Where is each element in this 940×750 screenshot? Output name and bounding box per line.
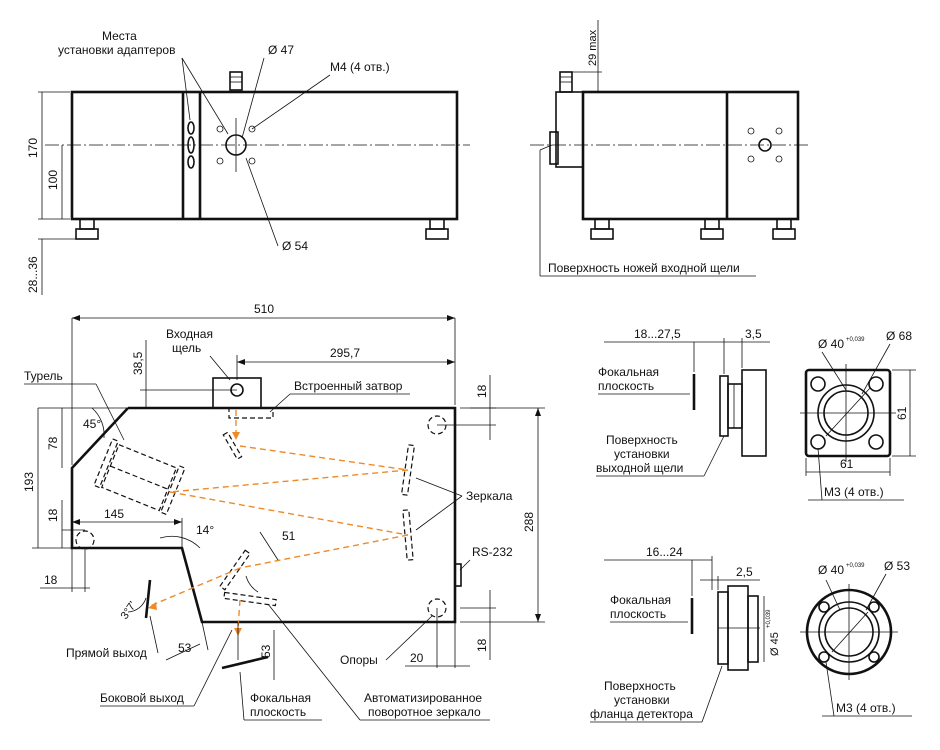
mirrors-label: Зеркала	[466, 489, 513, 503]
dim-78: 78	[46, 436, 60, 450]
dim-29max: 29 max	[587, 29, 599, 66]
exit-m3-label: М3 (4 отв.)	[824, 485, 884, 499]
side-output-mirror	[223, 591, 277, 607]
supports-label: Опоры	[340, 653, 378, 667]
exit-surface-2: установки	[614, 447, 670, 461]
adapters-label-1: Места	[102, 29, 137, 43]
det-surface-2: установки	[614, 693, 670, 707]
turret-label: Турель	[24, 369, 63, 383]
focal-plane-label-2: плоскость	[250, 705, 306, 719]
d40-tol: +0,039	[846, 337, 865, 343]
det-m3-label: М3 (4 отв.)	[836, 701, 896, 715]
adapter-slot	[187, 136, 195, 154]
dim-510: 510	[254, 302, 274, 316]
entrance-slit-housing	[212, 377, 262, 409]
exit-slit-detail: 18...27,5 3,5 Фокальная плоскость Поверх…	[596, 327, 916, 501]
d45-label: Ø 45	[769, 632, 781, 656]
dim-295-7: 295,7	[330, 346, 360, 360]
mirror-upper	[400, 444, 416, 496]
m4-label: М4 (4 отв.)	[330, 60, 390, 74]
dim-100: 100	[46, 170, 60, 190]
dim-53-mid: 53	[259, 644, 273, 658]
det-surface-1: Поверхность	[604, 679, 676, 693]
dim-18-top: 18	[475, 384, 489, 398]
dim-28-36: 28...36	[26, 256, 40, 293]
front-view: 170 100 28...36 Места установки адаптеро…	[26, 29, 470, 295]
adapters-label-2: установки адаптеров	[58, 43, 175, 57]
angle-45: 45°	[83, 417, 101, 431]
detector-detail: 16...24 2,5 Ø 45 +0,039 Фокальная плоско…	[590, 545, 912, 723]
rot-mirror-label-2: поворотное зеркало	[368, 705, 481, 719]
dim-61-v: 61	[895, 406, 909, 420]
d53-label: Ø 53	[884, 559, 910, 573]
d68-label: Ø 68	[886, 329, 912, 343]
exit-focal-plane-2: плоскость	[598, 379, 654, 393]
shutter	[228, 407, 274, 419]
rs232-label: RS-232	[472, 545, 513, 559]
slit-surface-label: Поверхность ножей входной щели	[548, 261, 740, 275]
dim-145: 145	[104, 507, 124, 521]
shutter-label: Встроенный затвор	[294, 379, 403, 393]
direct-output-label: Прямой выход	[66, 646, 147, 660]
focal-plane-label-1: Фокальная	[250, 691, 311, 705]
adapter-slot	[187, 155, 195, 169]
side-output-label: Боковой выход	[100, 691, 184, 705]
det-d40-tol: +0,039	[846, 563, 865, 569]
dim-288: 288	[522, 512, 536, 532]
rs232-port	[454, 563, 462, 587]
dim-38-5: 38,5	[131, 351, 145, 375]
dim-16-24: 16...24	[646, 545, 683, 559]
entrance-label-1: Входная	[166, 327, 213, 341]
exit-focal-plane-1: Фокальная	[598, 365, 659, 379]
d40-label: Ø 40	[818, 337, 844, 351]
dim-53-left: 53	[178, 641, 192, 655]
dim-18-27-5: 18...27,5	[634, 327, 681, 341]
dim-170: 170	[26, 138, 40, 158]
dim-20: 20	[410, 651, 424, 665]
d47-label: Ø 47	[268, 43, 294, 57]
det-focal-plane-1: Фокальная	[610, 593, 671, 607]
dim-18-right: 18	[475, 638, 489, 652]
dim-3-5: 3,5	[745, 327, 762, 341]
rot-mirror-label-1: Автоматизированное	[364, 691, 482, 705]
side-view: 29 max Поверхность ножей входной щели	[530, 20, 810, 277]
adapter-slot	[187, 121, 195, 135]
dim-51: 51	[282, 529, 296, 543]
turret-grating	[93, 438, 186, 516]
collimator-mirror	[222, 431, 243, 460]
dim-193: 193	[22, 472, 36, 492]
det-surface-3: фланца детектора	[590, 707, 693, 721]
entrance-label-2: щель	[172, 341, 201, 355]
exit-surface-1: Поверхность	[606, 433, 678, 447]
det-d40-label: Ø 40	[818, 563, 844, 577]
angle-3-7: 3°7'	[119, 599, 140, 621]
d45-tol: +0,039	[766, 609, 772, 628]
dim-18-bottom-left: 18	[44, 573, 58, 587]
dim-2-5: 2,5	[736, 565, 753, 579]
angle-14: 14°	[196, 523, 214, 537]
dim-18-left: 18	[46, 508, 60, 522]
rotating-mirror	[219, 549, 251, 591]
top-view: 510 295,7 Входная щель 38,5 Турель Встро…	[22, 302, 545, 721]
exit-surface-3: выходной щели	[596, 461, 683, 475]
mirror-lower	[402, 509, 414, 561]
d54-label: Ø 54	[282, 239, 308, 253]
shutter-knob	[229, 71, 243, 91]
dim-61-h: 61	[840, 457, 854, 471]
det-focal-plane-2: плоскость	[610, 607, 666, 621]
